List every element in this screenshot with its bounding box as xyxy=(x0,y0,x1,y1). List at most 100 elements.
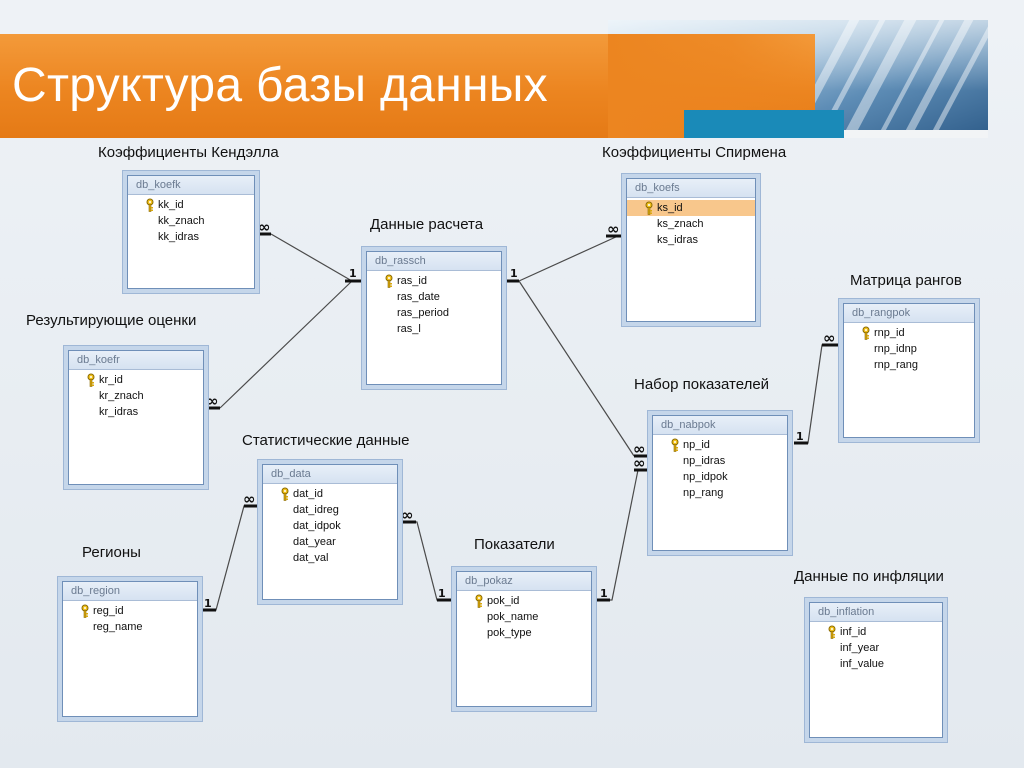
primary-key-icon xyxy=(670,438,680,452)
field-name: ks_idras xyxy=(657,234,698,246)
field-name: np_rang xyxy=(683,487,724,499)
table-field[interactable]: np_idras xyxy=(653,453,787,469)
cardinality-one: 1 xyxy=(438,587,446,600)
table-db-data[interactable]: db_data dat_id dat_idreg dat_idpok dat_year… xyxy=(262,464,398,600)
table-field[interactable]: pok_id xyxy=(457,593,591,609)
table-field[interactable]: dat_id xyxy=(263,486,397,502)
field-name: pok_id xyxy=(487,595,520,607)
table-field[interactable]: kr_idras xyxy=(69,404,203,420)
cardinality-many: ∞ xyxy=(633,440,646,458)
table-db-koefs[interactable]: db_koefs ks_id ks_znach ks_idras xyxy=(626,178,756,322)
table-field[interactable]: dat_idreg xyxy=(263,502,397,518)
table-db-koefk[interactable]: db_koefk kk_id kk_znach kk_idras xyxy=(127,175,255,289)
table-field[interactable]: ks_idras xyxy=(627,232,755,248)
cardinality-many: ∞ xyxy=(823,329,836,347)
field-name: rnp_idnp xyxy=(874,343,917,355)
link-rassch-koefk xyxy=(270,233,353,282)
field-name: dat_idreg xyxy=(293,504,339,516)
link-rassch-koefr xyxy=(219,280,353,409)
link-pokaz-nabpok xyxy=(596,469,648,601)
field-name: ras_id xyxy=(397,275,427,287)
cardinality-one: 1 xyxy=(510,267,518,280)
table-db-rangpok[interactable]: db_rangpok rnp_id rnp_idnp rnp_rang xyxy=(843,303,975,438)
table-field[interactable]: inf_year xyxy=(810,640,942,656)
link-rassch-koefs xyxy=(518,235,619,282)
cardinality-many: ∞ xyxy=(401,506,414,524)
caption-rassch: Данные расчета xyxy=(370,216,484,233)
field-name: ks_id xyxy=(657,202,683,214)
table-field[interactable]: ras_period xyxy=(367,305,501,321)
primary-key-icon xyxy=(384,274,394,288)
table-field[interactable]: dat_year xyxy=(263,534,397,550)
table-field[interactable]: rnp_idnp xyxy=(844,341,974,357)
table-field[interactable]: ras_l xyxy=(367,321,501,337)
table-field[interactable]: ras_date xyxy=(367,289,501,305)
field-name: kr_znach xyxy=(99,390,144,402)
header-divider xyxy=(844,130,988,138)
table-field[interactable]: reg_name xyxy=(63,619,197,635)
table-field[interactable]: inf_id xyxy=(810,624,942,640)
field-name: rnp_id xyxy=(874,327,905,339)
field-name: dat_idpok xyxy=(293,520,341,532)
table-field[interactable]: ks_id xyxy=(627,200,755,216)
table-field[interactable]: kr_znach xyxy=(69,388,203,404)
table-db-pokaz[interactable]: db_pokaz pok_id pok_name pok_type xyxy=(456,571,592,707)
table-db-koefr[interactable]: db_koefr kr_id kr_znach kr_idras xyxy=(68,350,204,485)
cardinality-one: 1 xyxy=(349,267,357,280)
table-name: db_rangpok xyxy=(844,304,974,323)
table-name: db_koefk xyxy=(128,176,254,195)
field-name: np_id xyxy=(683,439,710,451)
table-field[interactable]: np_id xyxy=(653,437,787,453)
table-field[interactable]: kk_idras xyxy=(128,229,254,245)
table-field[interactable]: kr_id xyxy=(69,372,203,388)
table-field[interactable]: rnp_rang xyxy=(844,357,974,373)
table-field[interactable]: ks_znach xyxy=(627,216,755,232)
caption-rangpok: Матрица рангов xyxy=(850,272,962,289)
table-field[interactable]: inf_value xyxy=(810,656,942,672)
table-field[interactable]: dat_val xyxy=(263,550,397,566)
caption-pokaz: Показатели xyxy=(474,536,555,553)
field-name: dat_val xyxy=(293,552,329,564)
caption-inflation: Данные по инфляции xyxy=(794,568,944,585)
table-field[interactable]: np_rang xyxy=(653,485,787,501)
table-field[interactable]: np_idpok xyxy=(653,469,787,485)
table-field[interactable]: dat_idpok xyxy=(263,518,397,534)
field-name: kk_idras xyxy=(158,231,199,243)
table-name: db_koefs xyxy=(627,179,755,198)
caption-nabpok: Набор показателей xyxy=(634,376,770,393)
cardinality-many: ∞ xyxy=(243,490,256,508)
field-name: reg_id xyxy=(93,605,124,617)
field-name: kk_id xyxy=(158,199,184,211)
table-name: db_data xyxy=(263,465,397,484)
link-nabpok-rangpok xyxy=(794,344,836,444)
field-name: kk_znach xyxy=(158,215,205,227)
table-name: db_pokaz xyxy=(457,572,591,591)
slide-title: Структура базы данных xyxy=(12,59,548,112)
table-name: db_koefr xyxy=(69,351,203,370)
caption-data: Статистические данные xyxy=(242,432,410,449)
cardinality-many: ∞ xyxy=(607,220,620,238)
primary-key-icon xyxy=(474,594,484,608)
table-field[interactable]: kk_znach xyxy=(128,213,254,229)
table-field[interactable]: reg_id xyxy=(63,603,197,619)
field-name: pok_type xyxy=(487,627,532,639)
primary-key-icon xyxy=(827,625,837,639)
table-field[interactable]: pok_type xyxy=(457,625,591,641)
field-name: ras_date xyxy=(397,291,440,303)
table-field[interactable]: ras_id xyxy=(367,273,501,289)
field-name: inf_id xyxy=(840,626,867,638)
table-field[interactable]: kk_id xyxy=(128,197,254,213)
table-field[interactable]: rnp_id xyxy=(844,325,974,341)
table-field[interactable]: pok_name xyxy=(457,609,591,625)
primary-key-icon xyxy=(861,326,871,340)
field-name: reg_name xyxy=(93,621,143,633)
caption-koefk: Коэффициенты Кендэлла xyxy=(98,144,279,161)
cardinality-one: 1 xyxy=(600,587,608,600)
field-name: dat_id xyxy=(293,488,323,500)
table-name: db_rassch xyxy=(367,252,501,271)
